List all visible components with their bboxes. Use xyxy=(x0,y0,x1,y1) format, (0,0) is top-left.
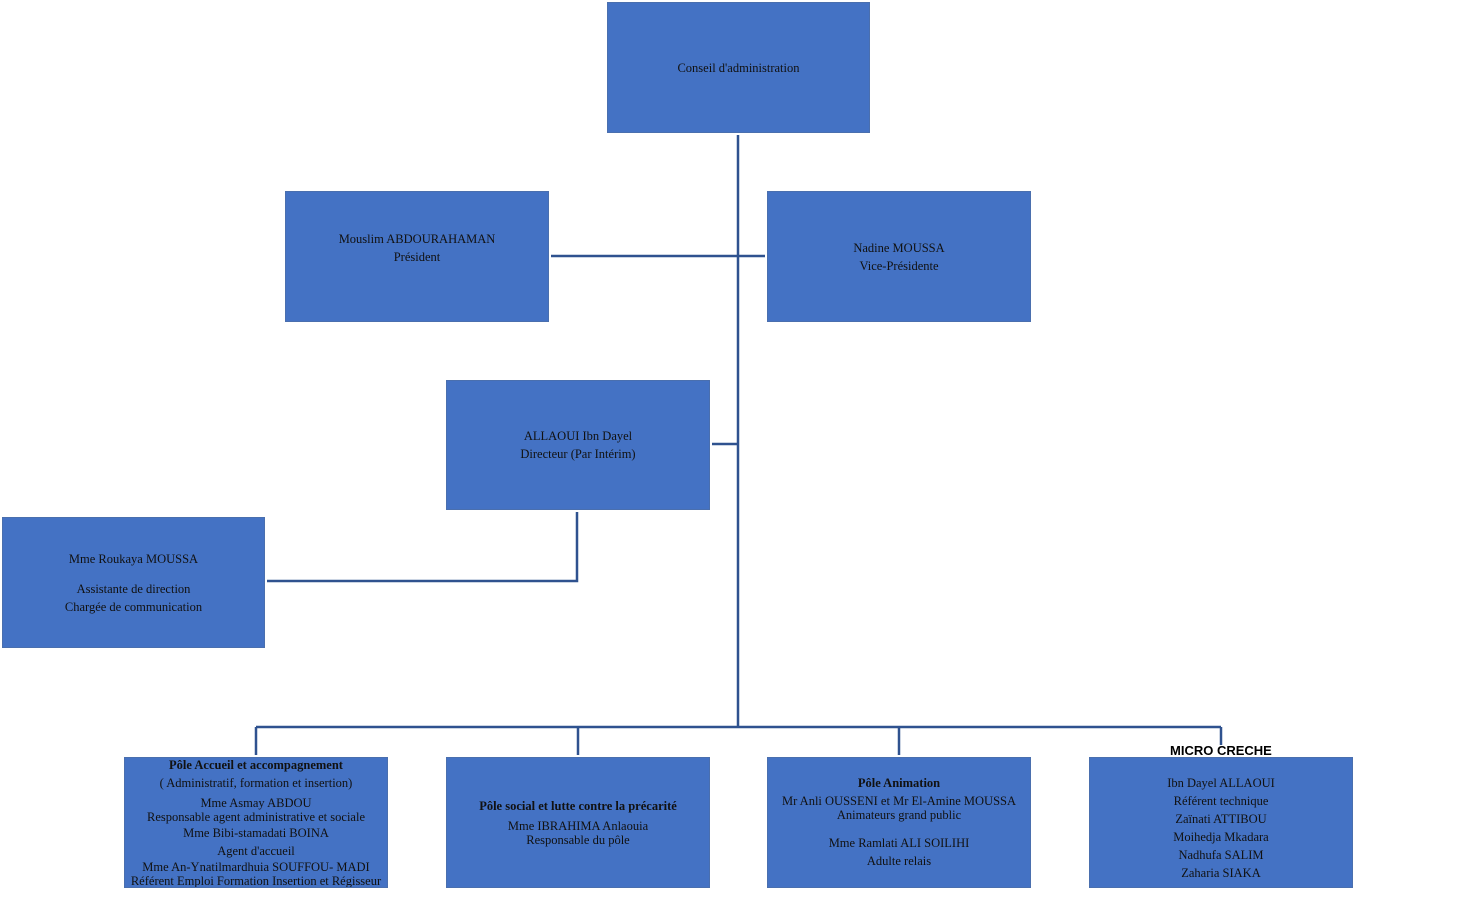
pole-social-person-1-name: Mme IBRAHIMA Anlaouia xyxy=(507,819,649,833)
micro-creche-staff-3: Nadhufa SALIM xyxy=(1178,848,1264,862)
micro-creche-person-1-name: Ibn Dayel ALLAOUI xyxy=(1167,776,1275,790)
pole-accueil-person-1-role: Responsable agent administrative et soci… xyxy=(147,810,365,824)
director-name: ALLAOUI Ibn Dayel xyxy=(523,429,633,443)
assistant-role-1: Assistante de direction xyxy=(76,581,191,596)
micro-creche-person-1-role: Référent technique xyxy=(1173,794,1269,808)
micro-creche-staff-4: Zaharia SIAKA xyxy=(1181,866,1261,880)
president-role: Président xyxy=(393,250,441,264)
pole-accueil-box: Pôle Accueil et accompagnement ( Adminis… xyxy=(124,757,388,888)
pole-accueil-person-3-name: Mme An-Ynatilmardhuia SOUFFOU- MADI xyxy=(142,860,370,874)
president-box: Mouslim ABDOURAHAMAN Président xyxy=(285,191,549,322)
micro-creche-staff-2: Moihedja Mkadara xyxy=(1173,830,1269,844)
vice-president-name: Nadine MOUSSA xyxy=(853,240,945,255)
pole-social-person-1-role: Responsable du pôle xyxy=(526,833,630,847)
pole-accueil-person-1-name: Mme Asmay ABDOU xyxy=(200,796,312,810)
vice-president-box: Nadine MOUSSA Vice-Présidente xyxy=(767,191,1031,322)
assistant-box: Mme Roukaya MOUSSA Assistante de directi… xyxy=(2,517,265,648)
pole-social-title: Pôle social et lutte contre la précarité xyxy=(479,799,677,813)
board-box: Conseil d'administration xyxy=(607,2,870,133)
micro-creche-staff-1: Zaïnati ATTIBOU xyxy=(1175,812,1267,826)
president-name: Mouslim ABDOURAHAMAN xyxy=(338,232,496,246)
pole-animation-person-1-name: Mr Anli OUSSENI et Mr El-Amine MOUSSA xyxy=(781,794,1017,808)
board-label: Conseil d'administration xyxy=(677,60,800,75)
assistant-role-2: Chargée de communication xyxy=(64,599,203,614)
pole-animation-person-1-role: Animateurs grand public xyxy=(836,808,962,822)
pole-animation-person-2-role: Adulte relais xyxy=(866,854,932,868)
pole-accueil-title: Pôle Accueil et accompagnement xyxy=(169,758,343,772)
director-box: ALLAOUI Ibn Dayel Directeur (Par Intérim… xyxy=(446,380,710,510)
pole-animation-title: Pôle Animation xyxy=(857,776,941,790)
pole-animation-box: Pôle Animation Mr Anli OUSSENI et Mr El-… xyxy=(767,757,1031,888)
director-role: Directeur (Par Intérim) xyxy=(520,447,636,461)
pole-accueil-person-2-name: Mme Bibi-stamadati BOINA xyxy=(183,826,329,840)
pole-social-box: Pôle social et lutte contre la précarité… xyxy=(446,757,710,888)
vice-president-role: Vice-Présidente xyxy=(859,258,939,273)
pole-accueil-subtitle: ( Administratif, formation et insertion) xyxy=(159,776,353,790)
assistant-line xyxy=(267,512,579,583)
micro-creche-title: MICRO CRECHE xyxy=(1170,743,1272,758)
pole-accueil-person-3-role: Référent Emploi Formation Insertion et R… xyxy=(130,874,382,888)
pole-accueil-person-2-role: Agent d'accueil xyxy=(217,844,295,858)
assistant-name: Mme Roukaya MOUSSA xyxy=(68,551,199,566)
micro-creche-box: Ibn Dayel ALLAOUI Référent technique Zaï… xyxy=(1089,757,1353,888)
pole-animation-person-2-name: Mme Ramlati ALI SOILIHI xyxy=(828,836,970,850)
